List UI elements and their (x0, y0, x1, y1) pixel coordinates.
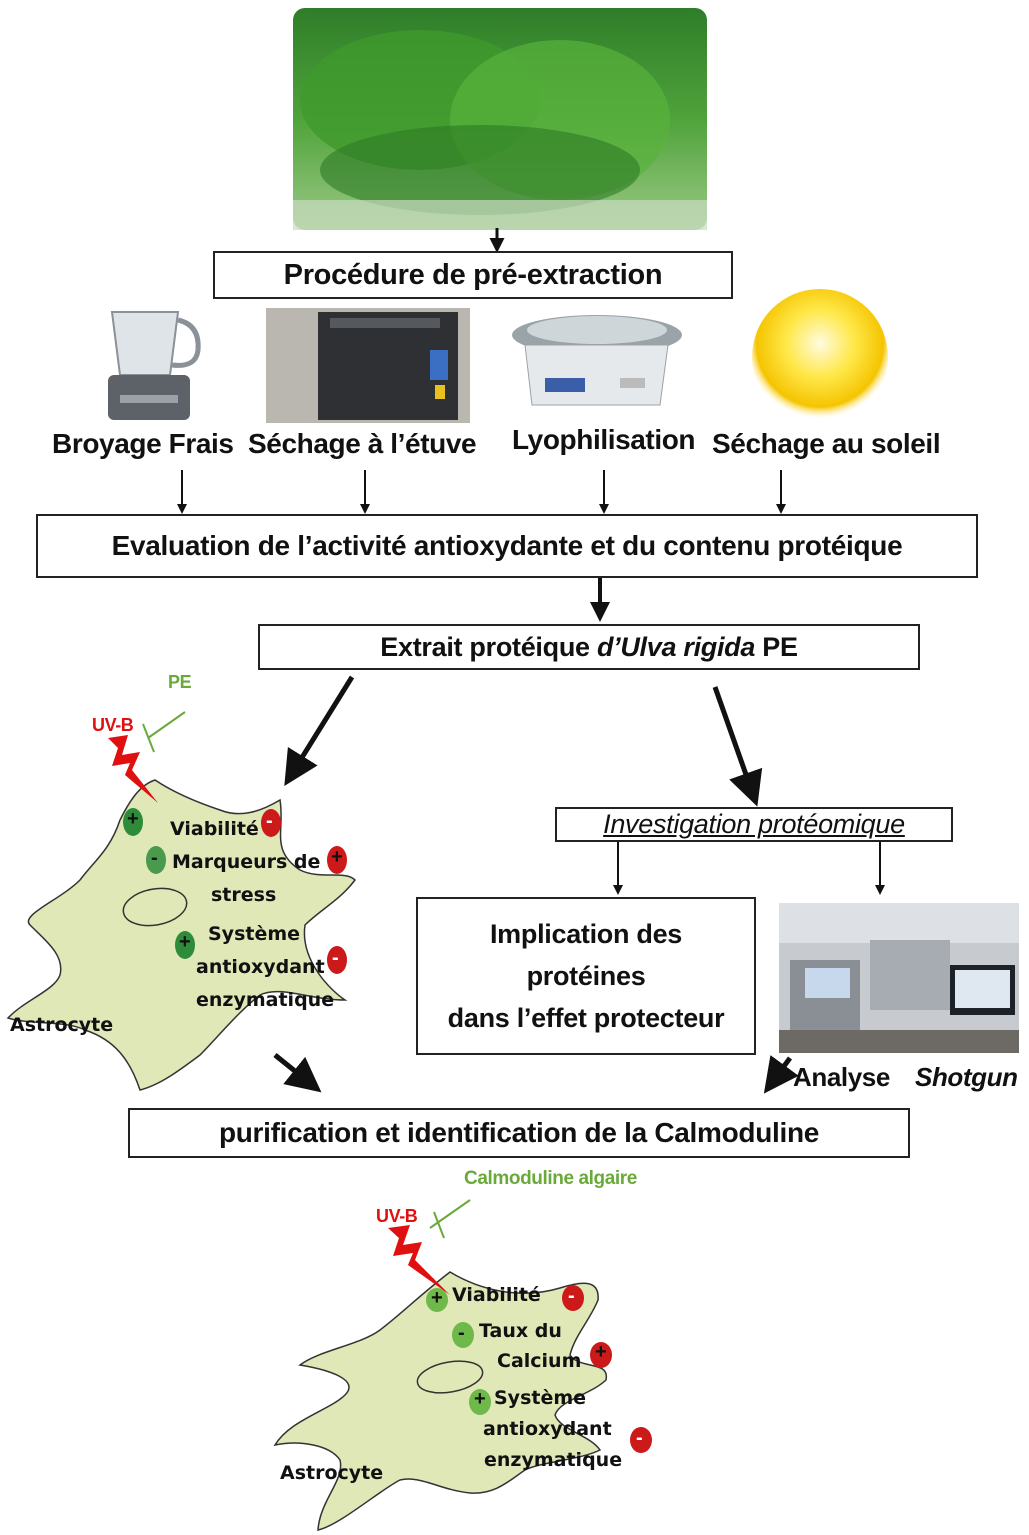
viabilite-label-1: Viabilité (170, 818, 259, 840)
systeme-label-1: Système (208, 923, 301, 945)
pe-inhibitor-bar (142, 723, 155, 753)
sign-minus: - (458, 1322, 465, 1344)
nucleus-cell-2 (416, 1360, 484, 1394)
pe-inhibitor-line (147, 711, 186, 739)
sign-minus: - (568, 1285, 575, 1307)
badge-plus-systeme-2 (469, 1389, 491, 1415)
purification-box: purification et identification de la Cal… (128, 1108, 910, 1158)
implication-line-2: protéines (526, 961, 646, 991)
lyophilizer-photo (512, 315, 682, 406)
badge-minus-viabilite-1 (261, 809, 281, 837)
implication-line-1: Implication des (489, 919, 683, 949)
taux-label-2: Taux du (479, 1320, 562, 1342)
preextraction-label: Procédure de pré-extraction (283, 258, 663, 291)
sign-plus: + (431, 1287, 443, 1309)
stress-label-1: stress (211, 884, 277, 906)
enzymatique-label-1: enzymatique (196, 989, 335, 1011)
extract-box: Extrait protéique d’Ulva rigida PE (258, 624, 920, 670)
arrow-cell1-purification (273, 1053, 322, 1093)
arrow-extract-proteomic (712, 686, 763, 807)
extract-suffix: PE (755, 631, 798, 662)
proteomic-label: Investigation protéomique (603, 809, 905, 839)
extract-prefix: Extrait protéique (380, 631, 597, 662)
antioxydant-label-2: antioxydant (483, 1418, 612, 1440)
blender-photo (108, 311, 201, 420)
badge-minus-viabilite-2 (562, 1285, 584, 1311)
astrocyte-cell-2 (273, 1271, 607, 1531)
sign-plus: + (595, 1341, 607, 1363)
method-broyage-label: Broyage Frais (52, 428, 234, 459)
astrocyte-label-1: Astrocyte (10, 1014, 114, 1036)
implication-box: Implication des protéines dans l’effet p… (416, 897, 756, 1055)
oven-photo (266, 308, 470, 423)
proteomic-box: Investigation protéomique (555, 807, 953, 842)
badge-plus-viabilite-1 (123, 808, 143, 836)
antioxydant-label-1: antioxydant (196, 956, 325, 978)
badge-minus-marqueurs-1 (146, 846, 166, 874)
uv-bolt-icon-2 (388, 1225, 450, 1295)
enzymatique-label-2: enzymatique (484, 1449, 623, 1471)
badge-minus-systeme-1 (327, 946, 347, 974)
uv-b-label-1: UV-B (92, 715, 134, 735)
sign-plus: + (127, 808, 139, 830)
evaluation-label: Evaluation de l’activité antioxydante et… (111, 530, 903, 561)
calcium-label-2: Calcium (497, 1350, 582, 1372)
badge-plus-systeme-1 (175, 931, 195, 959)
shotgun-label: Shotgun (915, 1062, 1018, 1092)
calmoduline-inhibitor-bar (433, 1211, 445, 1239)
sign-plus: + (179, 931, 191, 953)
method-lyophilisation-label: Lyophilisation (512, 424, 696, 455)
shotgun-lab-photo (779, 903, 1019, 1053)
nucleus-cell-1 (122, 887, 188, 927)
method-soleil-label: Séchage au soleil (712, 428, 941, 459)
badge-plus-viabilite-2 (426, 1288, 448, 1312)
sun-icon (752, 289, 888, 425)
analyse-label: Analyse (793, 1062, 890, 1092)
implication-line-3: dans l’effet protecteur (447, 1003, 725, 1033)
astrocyte-label-2: Astrocyte (280, 1462, 384, 1484)
badge-plus-marqueurs-1 (327, 846, 347, 874)
uv-bolt-icon-1 (108, 735, 158, 803)
arrow-shotgun-purification (763, 1055, 799, 1094)
extract-species: d’Ulva rigida (596, 631, 756, 662)
sign-minus: - (332, 947, 339, 969)
sign-minus: - (266, 810, 273, 832)
method-etuve-label: Séchage à l’étuve (248, 428, 477, 459)
badge-plus-calcium-2 (590, 1342, 612, 1368)
marqueurs-label-1: Marqueurs de (172, 851, 321, 873)
pe-label: PE (168, 672, 192, 692)
sign-plus: + (474, 1388, 486, 1410)
sign-plus: + (331, 846, 343, 868)
uv-b-label-2: UV-B (376, 1206, 418, 1226)
preextraction-box: Procédure de pré-extraction (213, 251, 733, 299)
viabilite-label-2: Viabilité (452, 1284, 541, 1306)
purification-label: purification et identification de la Cal… (218, 1117, 820, 1148)
sign-minus: - (636, 1427, 643, 1449)
calmoduline-inhibitor-line (429, 1199, 471, 1229)
badge-minus-systeme-2 (630, 1427, 652, 1453)
arrow-extract-cell1 (284, 675, 355, 786)
calmoduline-algaire-label: Calmoduline algaire (464, 1168, 637, 1189)
badge-minus-taux-2 (452, 1322, 474, 1348)
algae-photo (293, 8, 707, 230)
systeme-label-2: Système (494, 1387, 587, 1409)
evaluation-box: Evaluation de l’activité antioxydante et… (36, 514, 978, 578)
sign-minus: - (151, 847, 158, 869)
